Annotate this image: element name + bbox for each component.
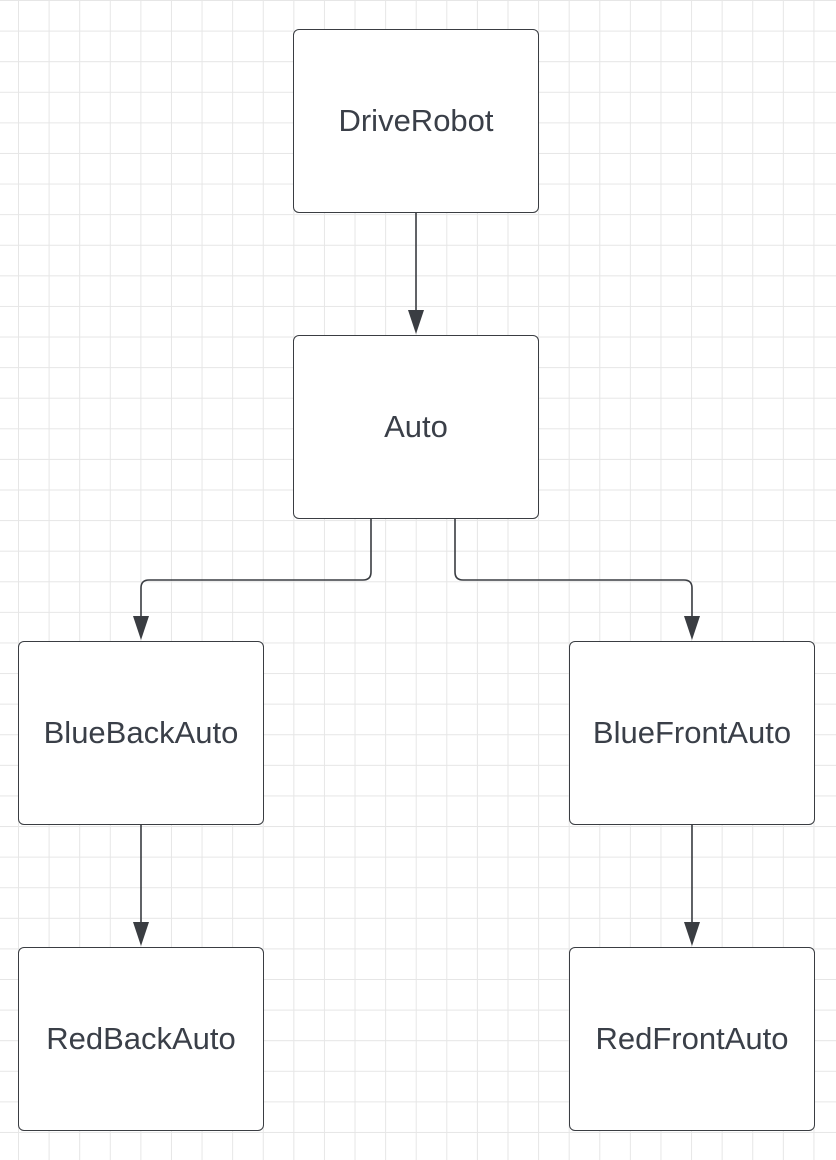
node-redbackauto[interactable]: RedBackAuto	[18, 947, 264, 1131]
node-label-bluebackauto: BlueBackAuto	[43, 715, 239, 750]
node-redfrontauto[interactable]: RedFrontAuto	[569, 947, 815, 1131]
arrowhead-to-redfrontauto	[684, 922, 700, 946]
arrowhead-to-bluefrontauto	[684, 616, 700, 640]
node-label-driverobot: DriveRobot	[338, 103, 494, 138]
node-bluefrontauto[interactable]: BlueFrontAuto	[569, 641, 815, 825]
node-label-redfrontauto: RedFrontAuto	[595, 1021, 789, 1056]
node-driverobot[interactable]: DriveRobot	[293, 29, 539, 213]
arrowhead-to-auto	[408, 310, 424, 334]
node-label-bluefrontauto: BlueFrontAuto	[592, 715, 792, 750]
node-bluebackauto[interactable]: BlueBackAuto	[18, 641, 264, 825]
node-auto[interactable]: Auto	[293, 335, 539, 519]
connector-auto-to-bluebackauto	[140, 519, 372, 622]
node-label-redbackauto: RedBackAuto	[46, 1021, 236, 1056]
arrowhead-to-redbackauto	[133, 922, 149, 946]
arrowhead-to-bluebackauto	[133, 616, 149, 640]
node-label-auto: Auto	[384, 409, 448, 444]
connector-auto-to-bluefrontauto	[454, 519, 693, 622]
